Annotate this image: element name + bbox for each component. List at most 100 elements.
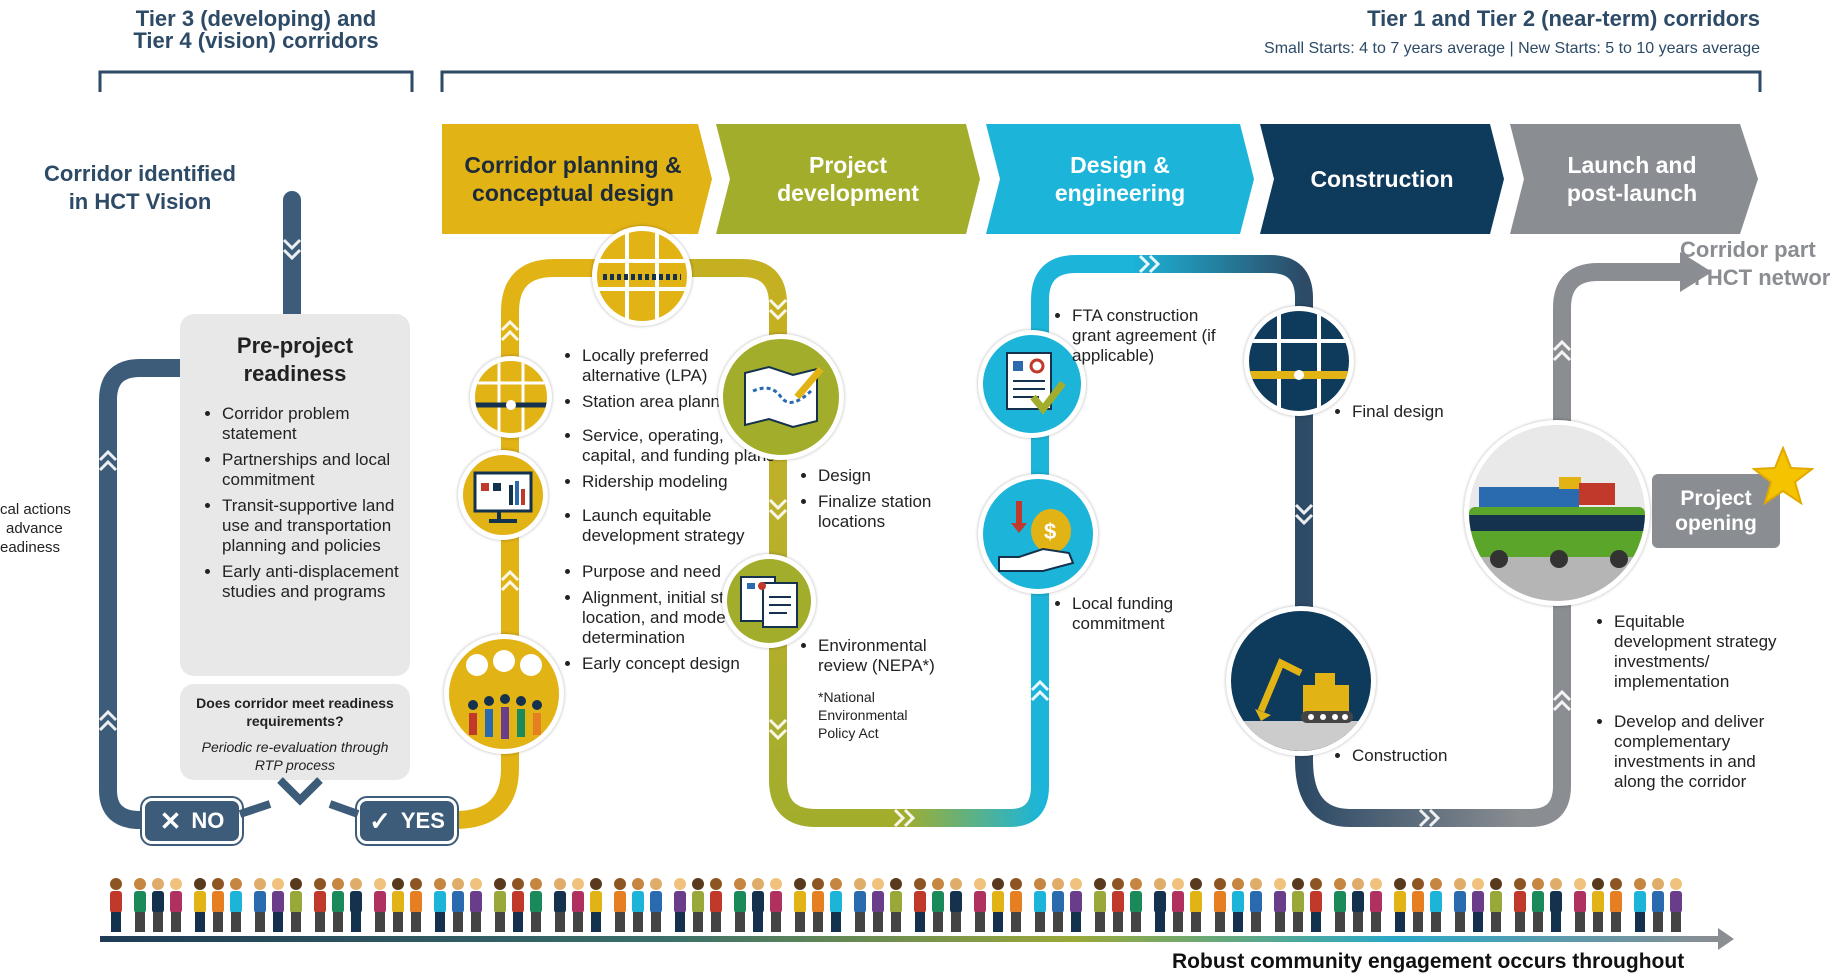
track-intersection-icon (1244, 306, 1354, 416)
star-icon (1752, 446, 1814, 506)
person-figure (110, 878, 122, 932)
person-figure (1112, 878, 1124, 932)
person-figure (734, 878, 746, 932)
person-figure (1094, 878, 1106, 932)
documents-icon (722, 554, 816, 648)
person-figure (374, 878, 386, 932)
person-figure (170, 878, 182, 932)
person-figure (692, 878, 704, 932)
person-figure (1214, 878, 1226, 932)
person-figure (890, 878, 902, 932)
person-figure (1592, 878, 1604, 932)
fta-list: FTA construction grant agreement (if app… (1050, 306, 1222, 372)
person-figure (710, 878, 722, 932)
person-figure (1052, 878, 1064, 932)
no-button[interactable]: ✕ NO (142, 798, 242, 844)
person-figure (1274, 878, 1286, 932)
person-figure (752, 878, 764, 932)
bus-icon (1464, 420, 1650, 606)
corridor-part-label: Corridor part of HCT networ (1680, 237, 1831, 290)
person-figure (350, 878, 362, 932)
person-figure (614, 878, 626, 932)
person-figure (434, 878, 446, 932)
tier-1-2-subtitle: Small Starts: 4 to 7 years average | New… (1264, 40, 1760, 57)
local-actions-text: cal actions advance eadiness (0, 501, 71, 556)
person-figure (452, 878, 464, 932)
person-figure (1310, 878, 1322, 932)
development-list: Design Finalize station locations (796, 466, 968, 538)
list-item: Station area planning (582, 392, 782, 412)
person-figure (512, 878, 524, 932)
list-item: Design (818, 466, 968, 486)
final-design-list: Final design (1330, 402, 1472, 428)
stage-arrow-design (986, 124, 1254, 234)
person-figure (914, 878, 926, 932)
launch-list: Equitable development strategy investmen… (1592, 612, 1784, 798)
list-item: Partnerships and local commitment (222, 450, 400, 490)
person-figure (650, 878, 662, 932)
person-figure (1532, 878, 1544, 932)
person-figure (1352, 878, 1364, 932)
svg-text:$: $ (1044, 519, 1056, 544)
person-figure (1412, 878, 1424, 932)
intersection-icon (470, 356, 552, 438)
person-figure (770, 878, 782, 932)
people-icon (110, 878, 1682, 932)
person-figure (392, 878, 404, 932)
list-item: Corridor problem statement (222, 404, 400, 444)
person-figure (1250, 878, 1262, 932)
person-figure (1634, 878, 1646, 932)
person-figure (1514, 878, 1526, 932)
person-figure (1652, 878, 1664, 932)
list-item: Purpose and need (582, 562, 782, 582)
readiness-note: Periodic re-evaluation through RTP proce… (201, 739, 389, 773)
readiness-question: Does corridor meet readiness requirement… (196, 695, 394, 729)
person-figure (1454, 878, 1466, 932)
route-map-icon (718, 334, 844, 460)
funding-icon: $ (978, 474, 1098, 594)
person-figure (230, 878, 242, 932)
person-figure (1232, 878, 1244, 932)
person-figure (992, 878, 1004, 932)
person-figure (872, 878, 884, 932)
readiness-question-box: Does corridor meet readiness requirement… (180, 684, 410, 780)
person-figure (1574, 878, 1586, 932)
local-funding-list: Local funding commitment (1050, 594, 1212, 640)
person-figure (410, 878, 422, 932)
person-figure (1034, 878, 1046, 932)
tier-3-4-header: Tier 3 (developing) and Tier 4 (vision) … (100, 8, 412, 52)
list-item: FTA construction grant agreement (if app… (1072, 306, 1222, 366)
tier-3-4-line2: Tier 4 (vision) corridors (133, 28, 379, 53)
dashboard-icon (458, 450, 548, 540)
person-figure (932, 878, 944, 932)
list-item: Finalize station locations (818, 492, 968, 532)
community-icon (444, 634, 564, 754)
yes-label: YES (400, 808, 445, 833)
person-figure (134, 878, 146, 932)
person-figure (212, 878, 224, 932)
stage-arrow-development (716, 124, 980, 234)
person-figure (1394, 878, 1406, 932)
person-figure (1130, 878, 1142, 932)
list-item: Ridership modeling (582, 472, 782, 492)
engagement-caption: Robust community engagement occurs throu… (1172, 950, 1685, 973)
construction-list: Construction (1330, 746, 1502, 772)
person-figure (1490, 878, 1502, 932)
yes-button[interactable]: ✓ YES (357, 798, 457, 844)
person-figure (470, 878, 482, 932)
list-item: Develop and deliver complementary invest… (1614, 712, 1784, 792)
no-label: NO (191, 808, 225, 833)
list-item: Final design (1352, 402, 1472, 422)
list-item: Early concept design (582, 654, 782, 674)
list-item: Local funding commitment (1072, 594, 1212, 634)
person-figure (530, 878, 542, 932)
person-figure (290, 878, 302, 932)
map-grid-icon (592, 226, 692, 326)
stage-design-label: Design &engineering (1054, 152, 1186, 206)
person-figure (1670, 878, 1682, 932)
